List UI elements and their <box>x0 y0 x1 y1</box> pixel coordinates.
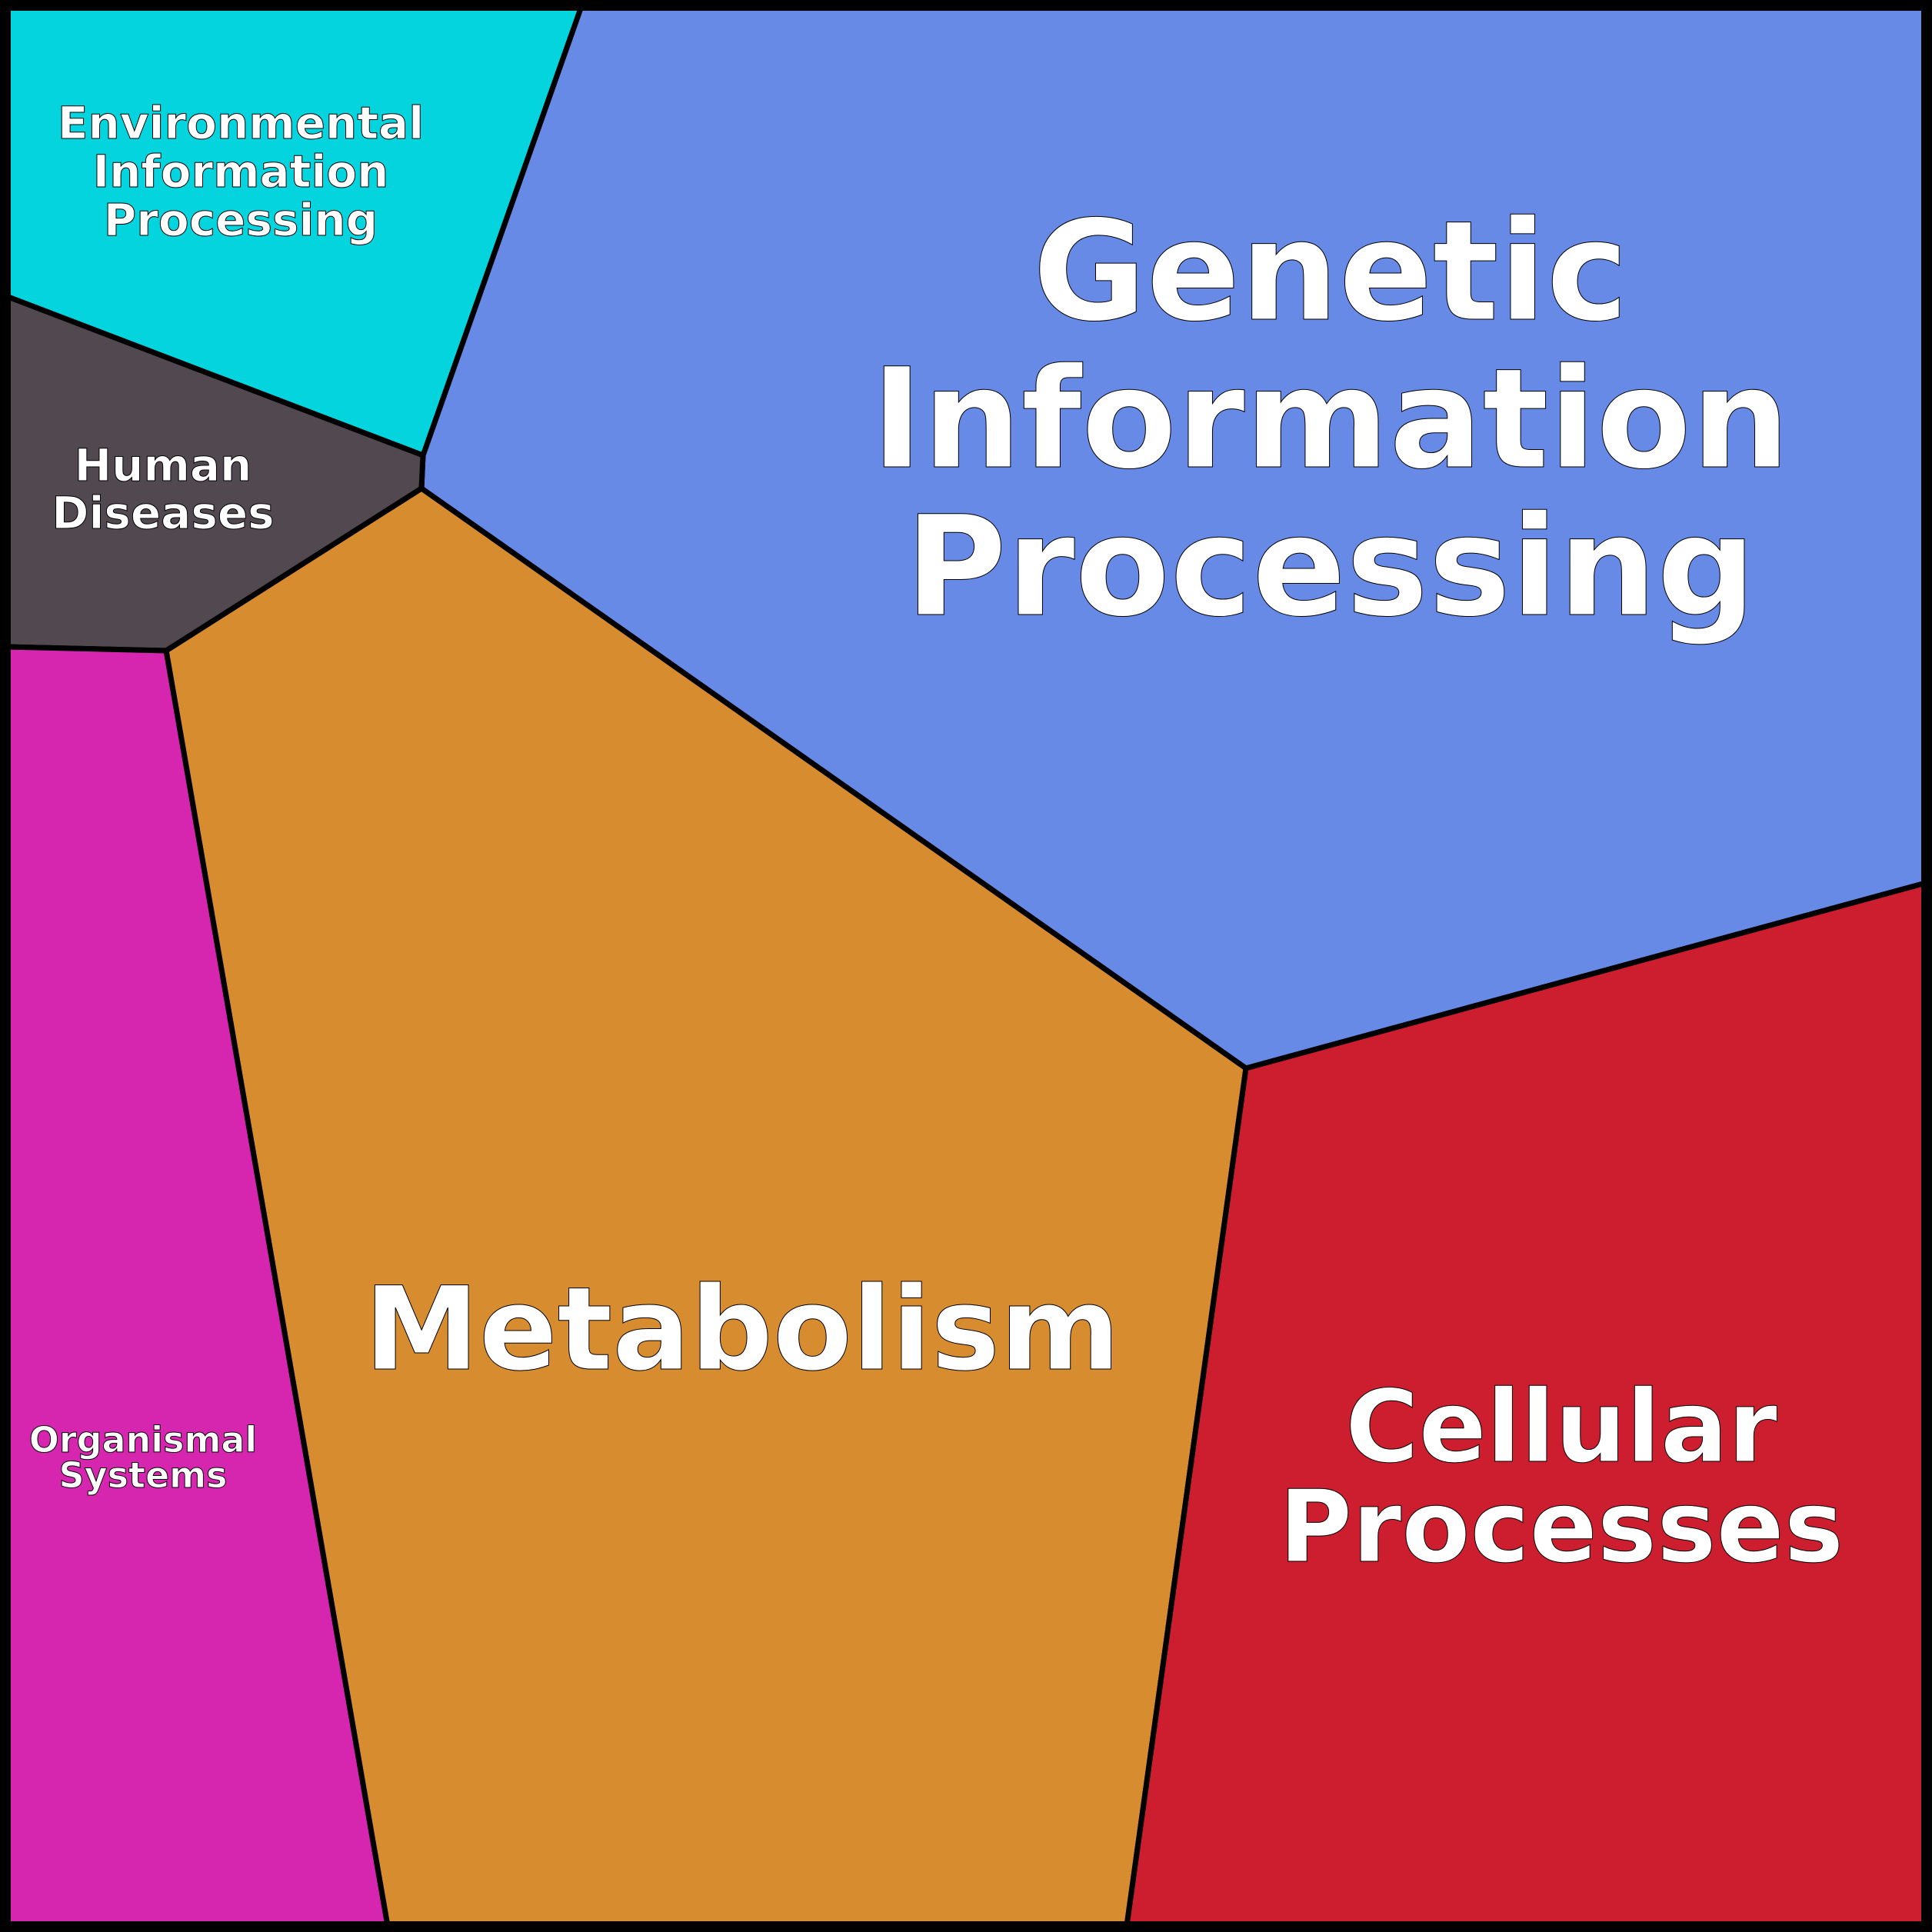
cells-layer <box>3 3 1929 1929</box>
label-line: Processing <box>104 194 378 246</box>
label-line: Diseases <box>52 487 274 539</box>
label-line: Systems <box>59 1454 228 1496</box>
label-line: Information <box>93 145 389 198</box>
label-line: Processing <box>905 487 1756 648</box>
label-line: Processes <box>1279 1468 1844 1585</box>
label-line: Human <box>75 439 252 491</box>
label-line: Metabolism <box>365 1263 1121 1397</box>
label-line: Cellular <box>1345 1368 1777 1485</box>
label-metabolism: Metabolism <box>365 1263 1121 1397</box>
label-line: Organismal <box>29 1419 257 1461</box>
label-line: Environmental <box>58 97 424 149</box>
label-line: Information <box>871 339 1790 500</box>
label-line: Genetic <box>1033 192 1629 352</box>
